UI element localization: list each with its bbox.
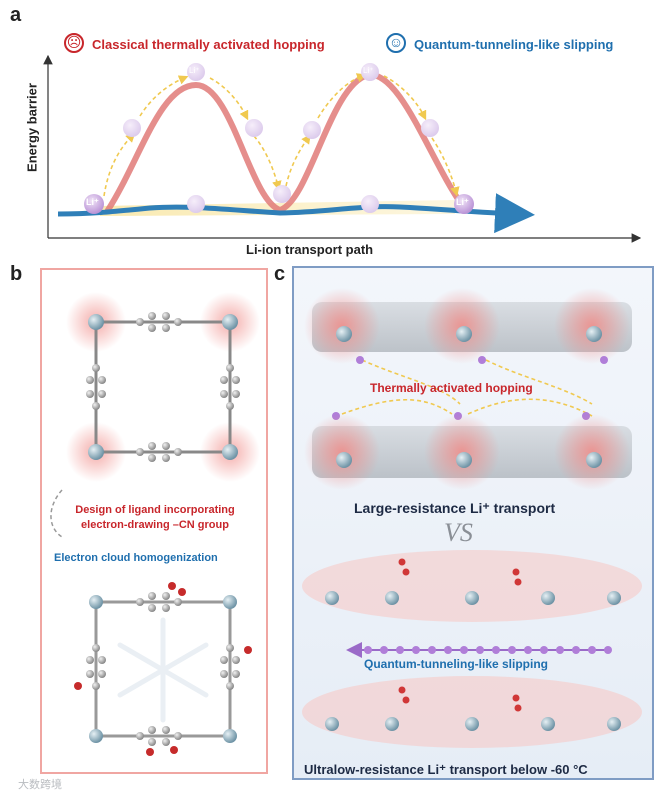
design-arrow xyxy=(50,489,65,539)
ultralow-text: Ultralow-resistance Li⁺ transport below … xyxy=(304,762,588,777)
upper-framework xyxy=(66,292,260,482)
y-axis-label: Energy barrier xyxy=(24,83,40,172)
panel-b-letter: b xyxy=(10,263,23,285)
lower-slab-2 xyxy=(302,676,642,748)
panel-c-structures xyxy=(302,288,642,748)
hopping-curve xyxy=(105,71,465,214)
happy-face-icon: ☺ xyxy=(386,33,406,53)
watermark: 大数跨境 xyxy=(18,779,62,791)
lower-framework xyxy=(74,582,252,756)
design-text-line2: electron-drawing –CN group xyxy=(81,519,229,531)
middle-slab xyxy=(304,414,632,490)
lower-slab-1 xyxy=(302,550,642,622)
hopping-text-c: Thermally activated hopping xyxy=(370,381,533,395)
hopping-arrows xyxy=(103,73,460,197)
panel-b-structures xyxy=(50,292,260,756)
tunneling-chain xyxy=(346,642,612,658)
hopping-arrows-c xyxy=(341,359,593,417)
ion-label-peak2: Li⁺ xyxy=(363,66,374,75)
vs-text: VS xyxy=(444,518,473,547)
tunneling-curve xyxy=(57,193,535,234)
large-resistance-text: Large-resistance Li⁺ transport xyxy=(354,500,556,516)
panel-a-diagram xyxy=(43,54,642,243)
ion-label-start: Li⁺ xyxy=(86,197,99,207)
panel-a-letter: a xyxy=(10,4,22,26)
homogenization-text: Electron cloud homogenization xyxy=(54,552,218,564)
x-axis-label: Li-ion transport path xyxy=(246,242,374,257)
legend-hopping: Classical thermally activated hopping xyxy=(92,37,325,52)
sad-face-icon: ☹ xyxy=(64,33,84,53)
upper-slab xyxy=(304,288,632,364)
ion-label-end: Li⁺ xyxy=(456,197,469,207)
panel-c-letter: c xyxy=(274,263,286,285)
design-text-line1: Design of ligand incorporating xyxy=(75,504,235,516)
li-ions xyxy=(84,63,474,214)
legend-tunneling: Quantum-tunneling-like slipping xyxy=(414,37,614,52)
ion-label-peak1: Li⁺ xyxy=(189,66,200,75)
snowflake-icon xyxy=(117,617,209,723)
tunneling-text-c: Quantum-tunneling-like slipping xyxy=(364,657,548,671)
